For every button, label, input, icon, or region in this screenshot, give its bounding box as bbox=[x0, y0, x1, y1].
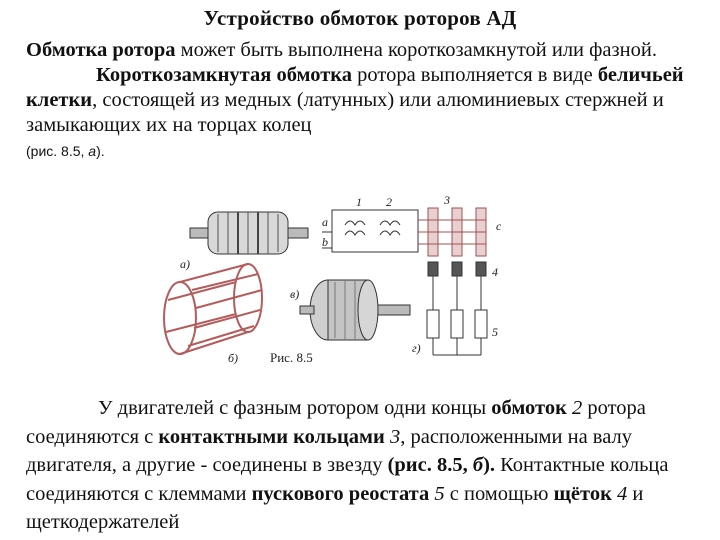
text-fragment: 3 bbox=[384, 425, 401, 448]
text-fragment: б bbox=[472, 454, 484, 476]
figure-reference: (рис. 8.5, а). bbox=[26, 143, 105, 159]
figure-caption: Рис. 8.5 bbox=[270, 350, 313, 365]
text-fragment: с помощью bbox=[444, 482, 554, 505]
term-squirrel-cage: беличьей клетки bbox=[26, 64, 684, 111]
text-fragment: , расположенными на валу двигателя, а др… bbox=[26, 425, 632, 477]
label-terminal-c: c bbox=[496, 219, 502, 233]
label-terminal-b: b bbox=[322, 235, 328, 249]
term-rotor-winding: Обмотка ротора bbox=[26, 39, 176, 61]
text-fragment: 2 bbox=[566, 397, 583, 419]
paragraph-wound-rotor: У двигателей с фазным ротором одни концы… bbox=[26, 394, 716, 537]
label-num-1: 1 bbox=[356, 195, 362, 209]
wound-rotor-drawing bbox=[299, 279, 411, 341]
squirrel-cage-drawing bbox=[163, 263, 263, 355]
label-terminal-a: a bbox=[322, 215, 328, 229]
label-num-5: 5 bbox=[492, 325, 498, 339]
label-num-2: 2 bbox=[386, 195, 392, 209]
text-fragment: ). bbox=[483, 454, 496, 476]
label-g: г) bbox=[412, 341, 421, 355]
text-fragment: обмоток bbox=[491, 397, 567, 419]
text-fragment: и щеткодержателей bbox=[26, 482, 644, 534]
text-fragment: 5 bbox=[429, 482, 445, 505]
text-fragment: ). bbox=[96, 143, 105, 159]
figure-8-5: а) б) в) Рис. 8.5 bbox=[163, 193, 502, 365]
text-fragment: пускового реостата bbox=[251, 482, 430, 505]
label-num-3: 3 bbox=[443, 193, 450, 207]
label-v: в) bbox=[290, 287, 299, 301]
label-b: б) bbox=[228, 351, 238, 365]
label-num-4: 4 bbox=[492, 265, 498, 279]
wiring-diagram bbox=[322, 207, 488, 356]
text-fragment: а bbox=[88, 143, 97, 159]
term-squirrel-winding: Короткозамкнутая обмотка bbox=[96, 64, 353, 86]
paragraph-winding-types: Обмотка ротора может быть выполнена коро… bbox=[26, 38, 706, 164]
text-fragment: щёток bbox=[553, 482, 612, 505]
text-fragment: , состоящей из медных (латунных) или алю… bbox=[26, 89, 664, 136]
text-fragment: ротора выполняется в виде bbox=[352, 64, 598, 86]
text-fragment: 4 bbox=[611, 482, 628, 505]
text-fragment: Контактные кольца соединяются с клеммами bbox=[26, 454, 669, 505]
slide-title: Устройство обмоток роторов АД bbox=[203, 6, 517, 30]
label-a: а) bbox=[180, 257, 190, 271]
text-fragment: У двигателей с фазным ротором одни концы bbox=[98, 397, 492, 419]
text-fragment: ротора соединяются с bbox=[26, 397, 646, 448]
rotor-core-drawing bbox=[189, 211, 309, 255]
text-fragment: (рис. 8.5, bbox=[26, 143, 89, 159]
text-fragment: контактными кольцами bbox=[158, 425, 385, 448]
text-fragment: (рис. 8.5, bbox=[387, 454, 473, 476]
figure-reference-b: (рис. 8.5, б). bbox=[388, 454, 495, 476]
text-fragment: может быть выполнена короткозамкнутой ил… bbox=[175, 39, 657, 61]
